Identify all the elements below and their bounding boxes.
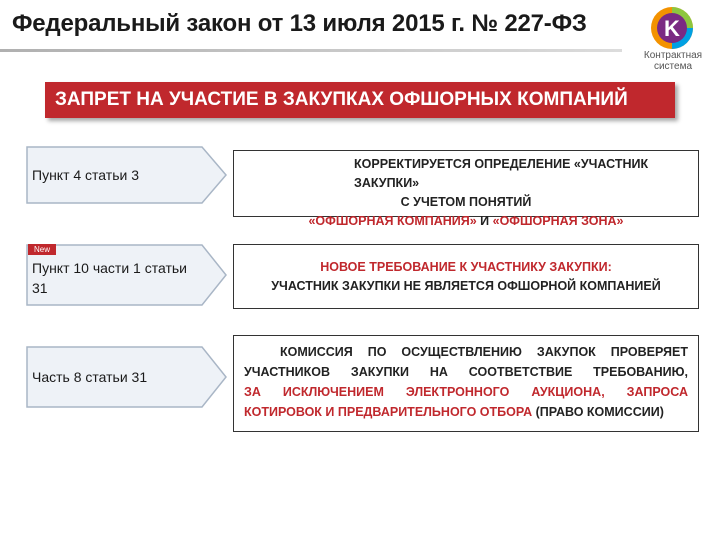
section-banner: ЗАПРЕТ НА УЧАСТИЕ В ЗАКУПКАХ ОФШОРНЫХ КО… xyxy=(45,82,675,118)
row-description-1: КОРРЕКТИРУЕТСЯ ОПРЕДЕЛЕНИЕ «УЧАСТНИК ЗАК… xyxy=(233,150,699,228)
new-badge: New xyxy=(28,244,56,255)
exception-text: КОТИРОВОК И ПРЕДВАРИТЕЛЬНОГО ОТБОРА xyxy=(244,405,533,419)
arrow-shape xyxy=(26,244,227,306)
description-line: С УЧЕТОМ ПОНЯТИЙ xyxy=(234,193,698,212)
row-description-2: НОВОЕ ТРЕБОВАНИЕ К УЧАСТНИКУ ЗАКУПКИ: УЧ… xyxy=(233,244,699,309)
logo-text: Контрактная система xyxy=(643,50,703,72)
term-offshore-zone: «ОФШОРНАЯ ЗОНА» xyxy=(492,214,624,228)
article-label: Пункт 4 статьи 3 xyxy=(32,167,139,183)
description-text: (ПРАВО КОМИССИИ) xyxy=(532,405,664,419)
header-divider xyxy=(0,49,622,52)
article-arrow-2: Пункт 10 части 1 статьи 31 xyxy=(26,244,228,306)
article-arrow-3: Часть 8 статьи 31 xyxy=(26,346,228,408)
article-label: Пункт 10 части 1 статьи 31 xyxy=(32,260,187,296)
k-logo-icon: K xyxy=(651,7,693,49)
description-line: КОМИССИЯ ПО ОСУЩЕСТВЛЕНИЮ ЗАКУПОК ПРОВЕР… xyxy=(244,342,688,362)
description-text: КОМИССИЯ ПО ОСУЩЕСТВЛЕНИЮ ЗАКУПОК ПРОВЕР… xyxy=(280,345,688,359)
description-line: УЧАСТНИКОВ ЗАКУПКИ НА СООТВЕТСТВИЕ ТРЕБО… xyxy=(244,362,688,382)
description-text: И xyxy=(476,214,493,228)
arrow-shape xyxy=(26,146,227,204)
description-text: УЧАСТНИК ЗАКУПКИ НЕ ЯВЛЯЕТСЯ ОФШОРНОЙ КО… xyxy=(271,279,661,293)
description-line: «ОФШОРНАЯ КОМПАНИЯ» И «ОФШОРНАЯ ЗОНА» xyxy=(234,212,698,231)
row-description-3: КОМИССИЯ ПО ОСУЩЕСТВЛЕНИЮ ЗАКУПОК ПРОВЕР… xyxy=(233,335,699,432)
company-logo: K Контрактная система xyxy=(638,6,718,78)
description-line: КОТИРОВОК И ПРЕДВАРИТЕЛЬНОГО ОТБОРА (ПРА… xyxy=(244,402,688,422)
svg-text:K: K xyxy=(664,16,680,41)
description-line: КОРРЕКТИРУЕТСЯ ОПРЕДЕЛЕНИЕ «УЧАСТНИК ЗАК… xyxy=(234,155,698,193)
description-text: С УЧЕТОМ ПОНЯТИЙ xyxy=(400,195,532,209)
description-line: НОВОЕ ТРЕБОВАНИЕ К УЧАСТНИКУ ЗАКУПКИ: xyxy=(234,258,698,277)
term-offshore-company: «ОФШОРНАЯ КОМПАНИЯ» xyxy=(308,214,477,228)
arrow-shape xyxy=(26,346,227,408)
description-line: УЧАСТНИК ЗАКУПКИ НЕ ЯВЛЯЕТСЯ ОФШОРНОЙ КО… xyxy=(234,277,698,296)
description-text: КОРРЕКТИРУЕТСЯ ОПРЕДЕЛЕНИЕ «УЧАСТНИК ЗАК… xyxy=(354,157,649,190)
article-label: Часть 8 статьи 31 xyxy=(32,369,148,385)
new-requirement-text: НОВОЕ ТРЕБОВАНИЕ К УЧАСТНИКУ ЗАКУПКИ: xyxy=(320,260,612,274)
description-line: ЗА ИСКЛЮЧЕНИЕМ ЭЛЕКТРОННОГО АУКЦИОНА, ЗА… xyxy=(244,382,688,402)
article-arrow-1: Пункт 4 статьи 3 xyxy=(26,146,228,204)
page-title: Федеральный закон от 13 июля 2015 г. № 2… xyxy=(12,10,587,37)
exception-text: ЗА ИСКЛЮЧЕНИЕМ ЭЛЕКТРОННОГО АУКЦИОНА, ЗА… xyxy=(244,385,688,399)
description-text: УЧАСТНИКОВ ЗАКУПКИ НА СООТВЕТСТВИЕ ТРЕБО… xyxy=(244,365,688,379)
